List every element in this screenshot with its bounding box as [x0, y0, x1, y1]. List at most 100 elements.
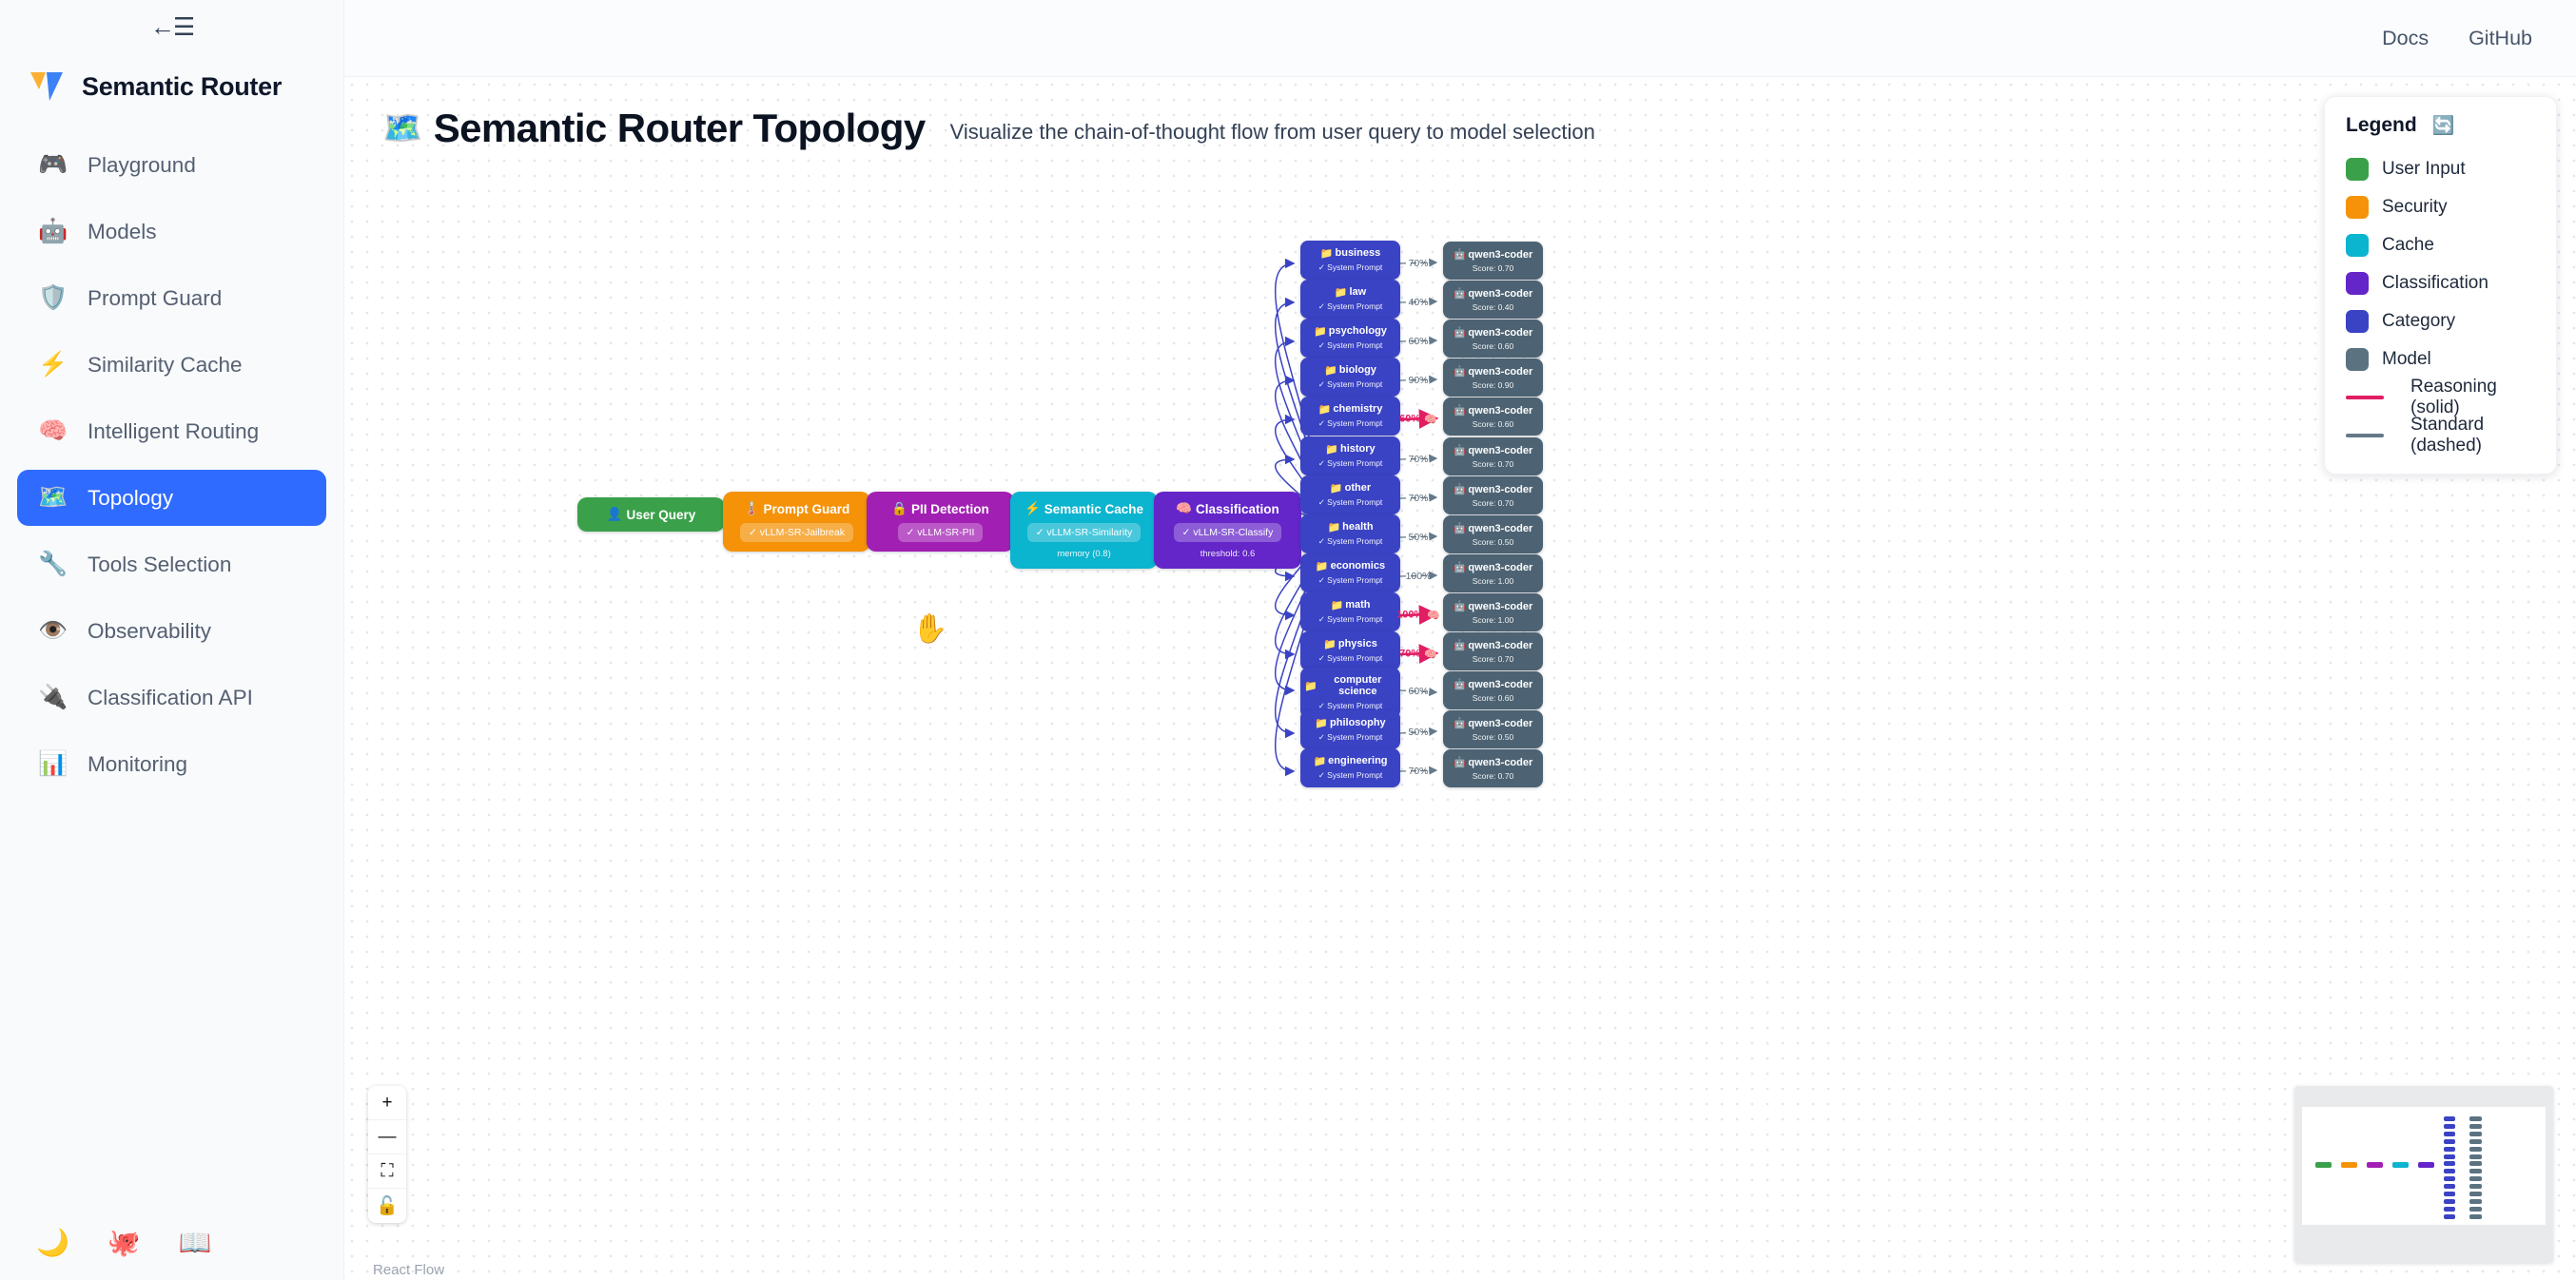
- node-title-text: Semantic Cache: [1044, 501, 1144, 516]
- zoom-out-button[interactable]: —: [368, 1120, 406, 1154]
- category-node-psychology[interactable]: 📁psychology✓ System Prompt: [1300, 319, 1400, 358]
- minimap-category-node: [2444, 1184, 2455, 1190]
- category-node-math[interactable]: 📁math✓ System Prompt: [1300, 592, 1400, 631]
- sidebar-item-intelligent-routing[interactable]: 🧠Intelligent Routing: [17, 403, 326, 459]
- model-name: qwen3-coder: [1468, 756, 1533, 768]
- sidebar-item-playground[interactable]: 🎮Playground: [17, 137, 326, 193]
- edge-label-business: 70%: [1408, 258, 1428, 269]
- sidebar-item-monitoring[interactable]: 📊Monitoring: [17, 736, 326, 792]
- category-node-biology[interactable]: 📁biology✓ System Prompt: [1300, 358, 1400, 397]
- sidebar-item-label: Classification API: [88, 685, 253, 709]
- page-title: 🗺️ Semantic Router Topology: [382, 106, 926, 151]
- flow-layer[interactable]: 👤User Query🌡️Prompt Guard✓ vLLM-SR-Jailb…: [344, 77, 2576, 1280]
- sidebar-item-prompt-guard[interactable]: 🛡️Prompt Guard: [17, 270, 326, 326]
- category-node-law[interactable]: 📁law✓ System Prompt: [1300, 280, 1400, 319]
- node-title: 📁law: [1335, 286, 1366, 299]
- github-link[interactable]: GitHub: [2469, 26, 2532, 49]
- pipeline-node-prompt-guard[interactable]: 🌡️Prompt Guard✓ vLLM-SR-Jailbreak: [723, 492, 870, 552]
- sidebar-item-similarity-cache[interactable]: ⚡Similarity Cache: [17, 337, 326, 393]
- minimap-category-node: [2444, 1192, 2455, 1196]
- category-node-health[interactable]: 📁health✓ System Prompt: [1300, 514, 1400, 553]
- sidebar-item-topology[interactable]: 🗺️Topology: [17, 470, 326, 526]
- category-node-engineering[interactable]: 📁engineering✓ System Prompt: [1300, 748, 1400, 787]
- minimap-model-node: [2469, 1161, 2482, 1167]
- category-node-economics[interactable]: 📁economics✓ System Prompt: [1300, 553, 1400, 592]
- legend-item-category: Category: [2346, 302, 2537, 340]
- category-node-physics[interactable]: 📁physics✓ System Prompt: [1300, 631, 1400, 670]
- node-title-text: Classification: [1196, 501, 1279, 516]
- category-node-history[interactable]: 📁history ✓ System Prompt: [1300, 436, 1400, 475]
- sidebar-item-label: Prompt Guard: [88, 285, 223, 310]
- zoom-in-button[interactable]: +: [368, 1086, 406, 1120]
- refresh-icon[interactable]: 🔄: [2431, 115, 2455, 136]
- model-score: Score: 0.50: [1472, 537, 1514, 547]
- folder-icon: 📁: [1334, 287, 1348, 299]
- model-name: qwen3-coder: [1468, 444, 1533, 456]
- category-node-other[interactable]: 📁other✓ System Prompt: [1300, 475, 1400, 514]
- category-node-philosophy[interactable]: 📁philosophy✓ System Prompt: [1300, 710, 1400, 749]
- github-icon[interactable]: 🐙: [107, 1228, 141, 1257]
- legend-swatch-icon: [2346, 348, 2369, 371]
- sidebar-item-observability[interactable]: 👁️Observability: [17, 603, 326, 659]
- minimap-category-node: [2444, 1213, 2455, 1219]
- brain-icon: 🧠: [1424, 649, 1437, 660]
- edge-label-physics: 70%🧠: [1399, 648, 1437, 661]
- folder-icon: 📁: [1324, 365, 1337, 377]
- sidebar-item-classification-api[interactable]: 🔌Classification API: [17, 669, 326, 726]
- topology-canvas[interactable]: 🗺️ Semantic Router Topology Visualize th…: [344, 77, 2576, 1280]
- node-title: 🤖qwen3-coder: [1454, 717, 1533, 730]
- sidebar-item-label: Models: [88, 219, 157, 243]
- fit-view-button[interactable]: ⛶: [368, 1154, 406, 1189]
- category-node-business[interactable]: 📁business✓ System Prompt: [1300, 241, 1400, 280]
- pipeline-node-user-query[interactable]: 👤User Query: [577, 497, 725, 532]
- model-name: qwen3-coder: [1468, 678, 1533, 690]
- minimap-model-node: [2469, 1138, 2482, 1144]
- node-title: 📁biology: [1324, 364, 1376, 377]
- collapse-sidebar-icon[interactable]: ←☰: [149, 12, 195, 41]
- category-node-computer-science[interactable]: 📁computer science✓ System Prompt: [1300, 668, 1400, 718]
- folder-icon: 📁: [1329, 483, 1343, 495]
- system-prompt-badge: ✓ System Prompt: [1317, 458, 1383, 468]
- pipeline-node-pii-detection[interactable]: 🔒PII Detection✓ vLLM-SR-PII: [867, 492, 1014, 552]
- legend-label: Classification: [2382, 273, 2488, 293]
- react-flow-attribution[interactable]: React Flow: [373, 1262, 445, 1278]
- system-prompt-badge: ✓ System Prompt: [1317, 770, 1383, 780]
- docs-link[interactable]: Docs: [2382, 26, 2430, 49]
- sidebar-item-label: Similarity Cache: [88, 352, 243, 377]
- dark-mode-toggle-icon[interactable]: 🌙: [36, 1228, 69, 1257]
- legend-swatch-icon: [2346, 158, 2369, 181]
- category-name: psychology: [1328, 325, 1387, 338]
- grab-hand-cursor: ✋: [912, 613, 948, 645]
- node-title: 📁history: [1325, 443, 1375, 456]
- sidebar-icon-models-icon: 🤖: [38, 218, 68, 244]
- lock-button[interactable]: 🔓: [376, 1196, 399, 1216]
- system-prompt-badge: ✓ System Prompt: [1317, 340, 1383, 350]
- folder-icon: 📁: [1325, 444, 1338, 456]
- sidebar-item-models[interactable]: 🤖 Models: [17, 204, 326, 260]
- docs-book-icon[interactable]: 📖: [178, 1228, 212, 1257]
- robot-icon: 🤖: [1453, 288, 1467, 300]
- minimap[interactable]: [2294, 1086, 2553, 1263]
- category-node-chemistry[interactable]: 📁chemistry✓ System Prompt: [1300, 397, 1400, 436]
- edge-label-biology: 90%: [1408, 375, 1428, 386]
- system-prompt-badge: ✓ System Prompt: [1317, 497, 1383, 507]
- edge-label-other: 70%: [1408, 493, 1428, 504]
- system-prompt-badge: ✓ System Prompt: [1317, 536, 1383, 546]
- sidebar-item-tools-selection[interactable]: 🔧Tools Selection: [17, 536, 326, 592]
